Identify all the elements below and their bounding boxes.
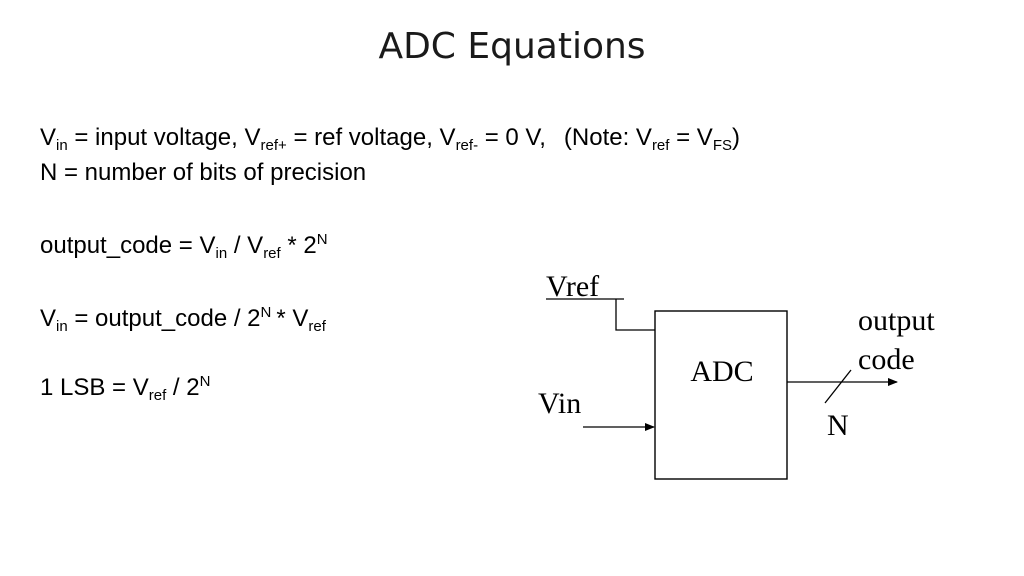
vin-eq-sub-ref: ref: [308, 318, 326, 335]
vref-minus-subscript: ref-: [455, 137, 479, 154]
lsb-divide: / 2: [166, 374, 200, 401]
output-code-times: * 2: [280, 232, 317, 259]
vin-eq-sup-n: N: [260, 304, 272, 321]
definitions-line-1: Vin = input voltage, Vref+ = ref voltage…: [40, 124, 740, 154]
bus-width-slash: [824, 369, 852, 404]
vin-eq-times-vref: * V: [276, 305, 309, 332]
output-code-sup-n: N: [316, 231, 328, 248]
vin-label: Vin: [538, 387, 581, 420]
vref-plus-symbol: V: [244, 124, 261, 151]
vin-subscript: in: [56, 137, 68, 154]
equation-lsb: 1 LSB = Vref / 2N: [40, 373, 211, 404]
equation-output-code: output_code = Vin / Vref * 2N: [40, 231, 328, 262]
adc-block: [654, 310, 788, 480]
vin-eq-sub-in: in: [56, 318, 68, 335]
note-subscript-ref: ref: [651, 137, 670, 154]
vref-minus-definition: = 0 V,: [478, 124, 546, 151]
vref-plus-subscript: ref+: [260, 137, 287, 154]
lsb-sub-ref: ref: [148, 387, 167, 404]
output-code-sub-ref: ref: [263, 245, 281, 262]
note-subscript-fs: FS: [712, 137, 732, 154]
note-equals: = V: [669, 124, 713, 151]
output-code-lhs: output_code = V: [40, 232, 216, 259]
vin-symbol: V: [40, 124, 57, 151]
output-label-line-1: output: [858, 304, 935, 337]
equation-vin: Vin = output_code / 2N* Vref: [40, 304, 326, 335]
page-title: ADC Equations: [378, 26, 646, 67]
vref-minus-symbol: V: [439, 124, 456, 151]
definitions-line-2: N = number of bits of precision: [40, 159, 367, 186]
bus-width-label: N: [827, 409, 849, 442]
vref-plus-definition: = ref voltage,: [286, 124, 440, 151]
lsb-sup-n: N: [199, 373, 211, 390]
vin-eq-symbol: V: [40, 305, 57, 332]
adc-block-label: ADC: [690, 355, 753, 388]
note-close: ): [731, 124, 740, 151]
output-code-divide: / V: [227, 232, 264, 259]
lsb-lhs: 1 LSB = V: [40, 374, 149, 401]
vin-eq-middle: = output_code / 2: [67, 305, 261, 332]
output-code-sub-in: in: [215, 245, 228, 262]
vin-definition: = input voltage,: [67, 124, 245, 151]
output-label-line-2: code: [858, 343, 915, 376]
vref-wire: [615, 299, 655, 331]
note-open: (Note: V: [563, 124, 652, 151]
vref-label: Vref: [546, 270, 599, 303]
